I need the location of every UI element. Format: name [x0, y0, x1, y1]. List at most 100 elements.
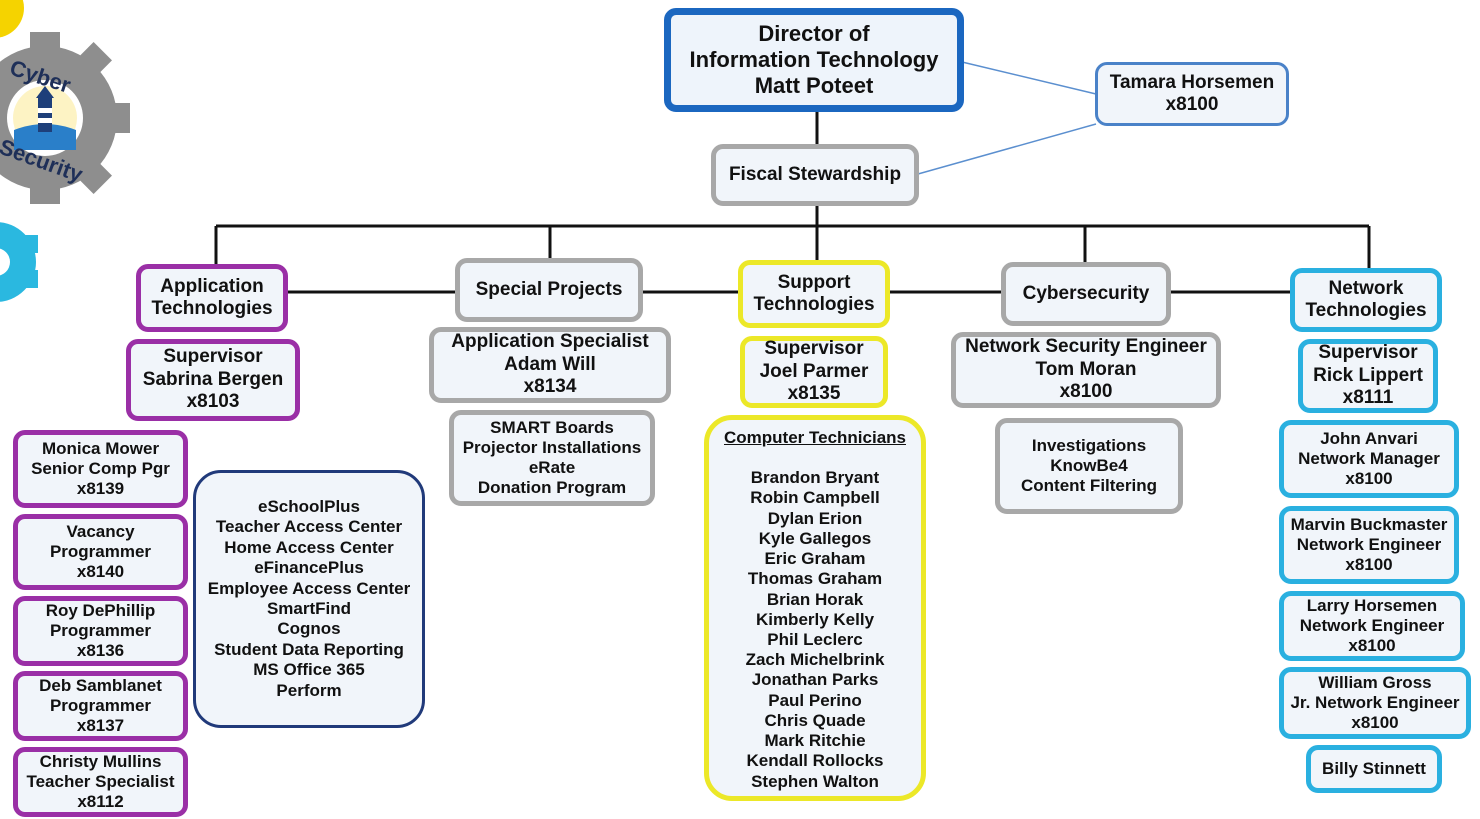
technician-item: Chris Quade — [764, 710, 866, 730]
role-line: Programmer — [49, 541, 152, 561]
staff-card: William Gross Jr. Network Engineer x8100 — [1279, 667, 1471, 739]
application-specialist-box: Application Specialist Adam Will x8134 — [429, 327, 671, 403]
system-item: eSchoolPlus — [257, 497, 361, 517]
duty-item: eRate — [528, 458, 576, 477]
name-line: John Anvari — [1320, 428, 1418, 448]
director-line-3: Matt Poteet — [754, 72, 874, 98]
ext-line: x8136 — [76, 641, 125, 661]
staff-card: Deb Samblanet Programmer x8137 — [13, 671, 188, 741]
role-line: Programmer — [49, 695, 152, 715]
duty-item: Content Filtering — [1021, 476, 1157, 496]
system-item: Home Access Center — [224, 537, 394, 557]
technician-item: Phil Leclerc — [767, 629, 863, 649]
role-line: Senior Comp Pgr — [31, 458, 170, 478]
technician-item: Zach Michelbrink — [745, 650, 885, 670]
technician-item: Brandon Bryant — [750, 468, 880, 488]
application-technologies-header: Application Technologies — [136, 264, 288, 332]
ext-line: x8137 — [76, 716, 125, 736]
system-item: Employee Access Center — [207, 578, 411, 598]
header-line: Network — [1328, 277, 1404, 299]
staff-card: Billy Stinnett — [1306, 745, 1442, 793]
technician-item: Kendall Rollocks — [746, 751, 884, 771]
director-box: Director of Information Technology Matt … — [664, 8, 964, 112]
technician-item: Paul Perino — [768, 690, 862, 710]
role-line: Jr. Network Engineer — [1290, 692, 1460, 712]
name-line: Adam Will — [504, 353, 596, 375]
name-line: Rick Lippert — [1313, 364, 1423, 386]
name-line: Vacancy — [66, 521, 135, 541]
header-line: Application — [160, 275, 264, 297]
duty-item: KnowBe4 — [1050, 455, 1128, 475]
director-line-1: Director of — [758, 21, 870, 47]
name-line: Marvin Buckmaster — [1290, 514, 1448, 534]
ext-line: x8100 — [1345, 555, 1393, 575]
cybersecurity-duties: Investigations KnowBe4 Content Filtering — [995, 418, 1183, 514]
connector-line — [917, 123, 1097, 175]
ext-line: x8135 — [787, 383, 841, 405]
technician-item: Jonathan Parks — [751, 670, 879, 690]
assistant-ext: x8100 — [1165, 94, 1219, 115]
cybersecurity-header: Cybersecurity — [1001, 262, 1171, 326]
system-item: Cognos — [277, 619, 341, 639]
header-line: Technologies — [1305, 300, 1427, 321]
name-line: Sabrina Bergen — [142, 368, 284, 390]
name-line: Monica Mower — [41, 438, 160, 458]
ext-line: x8100 — [1059, 381, 1113, 403]
header-line: Support — [777, 271, 851, 293]
fiscal-stewardship-box: Fiscal Stewardship — [711, 144, 919, 206]
technician-item: Brian Horak — [766, 589, 864, 609]
role-line: Network Engineer — [1296, 534, 1442, 554]
technician-item: Kyle Gallegos — [758, 528, 872, 548]
name-line: Tom Moran — [1035, 358, 1137, 380]
role-line: Programmer — [49, 620, 152, 640]
computer-technicians-box: Computer Technicians Brandon Bryant Robi… — [704, 415, 926, 801]
system-item: Student Data Reporting — [214, 639, 404, 659]
technician-item: Thomas Graham — [747, 569, 883, 589]
role-line: Network Manager — [1298, 448, 1440, 468]
technician-item: Mark Ritchie — [764, 731, 866, 751]
special-projects-duties: SMART Boards Projector Installations eRa… — [449, 410, 655, 506]
lighthouse-icon — [13, 86, 77, 150]
ext-line: x8100 — [1345, 469, 1393, 489]
name-line: William Gross — [1318, 672, 1432, 692]
duty-item: Donation Program — [477, 478, 627, 498]
system-item: SmartFind — [266, 599, 352, 618]
ext-line: x8111 — [1342, 387, 1394, 409]
technician-item: Dylan Erion — [767, 508, 863, 528]
connector-line — [961, 61, 1097, 95]
system-item: MS Office 365 — [253, 660, 365, 680]
role-line: Network Security Engineer — [965, 336, 1207, 358]
role-line: Teacher Specialist — [26, 771, 175, 791]
role-line: Supervisor — [1318, 342, 1418, 364]
cyan-gear-icon — [0, 222, 38, 302]
support-tech-supervisor: Supervisor Joel Parmer x8135 — [740, 336, 888, 408]
role-line: Supervisor — [764, 338, 864, 360]
ext-line: x8100 — [1348, 636, 1396, 656]
staff-card: Monica Mower Senior Comp Pgr x8139 — [13, 430, 188, 508]
staff-card: Roy DePhillip Programmer x8136 — [13, 596, 188, 666]
ext-line: x8112 — [77, 792, 124, 812]
ext-line: x8134 — [523, 376, 577, 398]
technician-item: Eric Graham — [764, 549, 866, 569]
duty-item: SMART Boards — [490, 417, 614, 437]
ext-line: x8139 — [76, 479, 125, 499]
network-security-engineer-box: Network Security Engineer Tom Moran x810… — [951, 332, 1221, 408]
system-item: eFinancePlus — [254, 558, 364, 578]
ext-line: x8103 — [186, 391, 240, 413]
network-tech-supervisor: Supervisor Rick Lippert x8111 — [1298, 339, 1438, 413]
system-item: Teacher Access Center — [215, 517, 403, 537]
support-technologies-header: Support Technologies — [738, 260, 890, 328]
fiscal-label: Fiscal Stewardship — [728, 163, 902, 185]
ext-line: x8140 — [76, 562, 125, 582]
technicians-title: Computer Technicians — [724, 428, 906, 447]
header-line: Cybersecurity — [1022, 282, 1150, 304]
staff-card: John Anvari Network Manager x8100 — [1279, 420, 1459, 498]
technician-item: Stephen Walton — [751, 771, 879, 791]
name-line: Deb Samblanet — [39, 675, 162, 695]
name-line: Roy DePhillip — [45, 600, 156, 620]
yellow-gear-icon — [0, 0, 24, 38]
staff-card: Vacancy Programmer x8140 — [13, 514, 188, 590]
role-line: Application Specialist — [451, 331, 649, 353]
ext-line: x8100 — [1351, 713, 1399, 733]
network-technologies-header: Network Technologies — [1290, 268, 1442, 332]
